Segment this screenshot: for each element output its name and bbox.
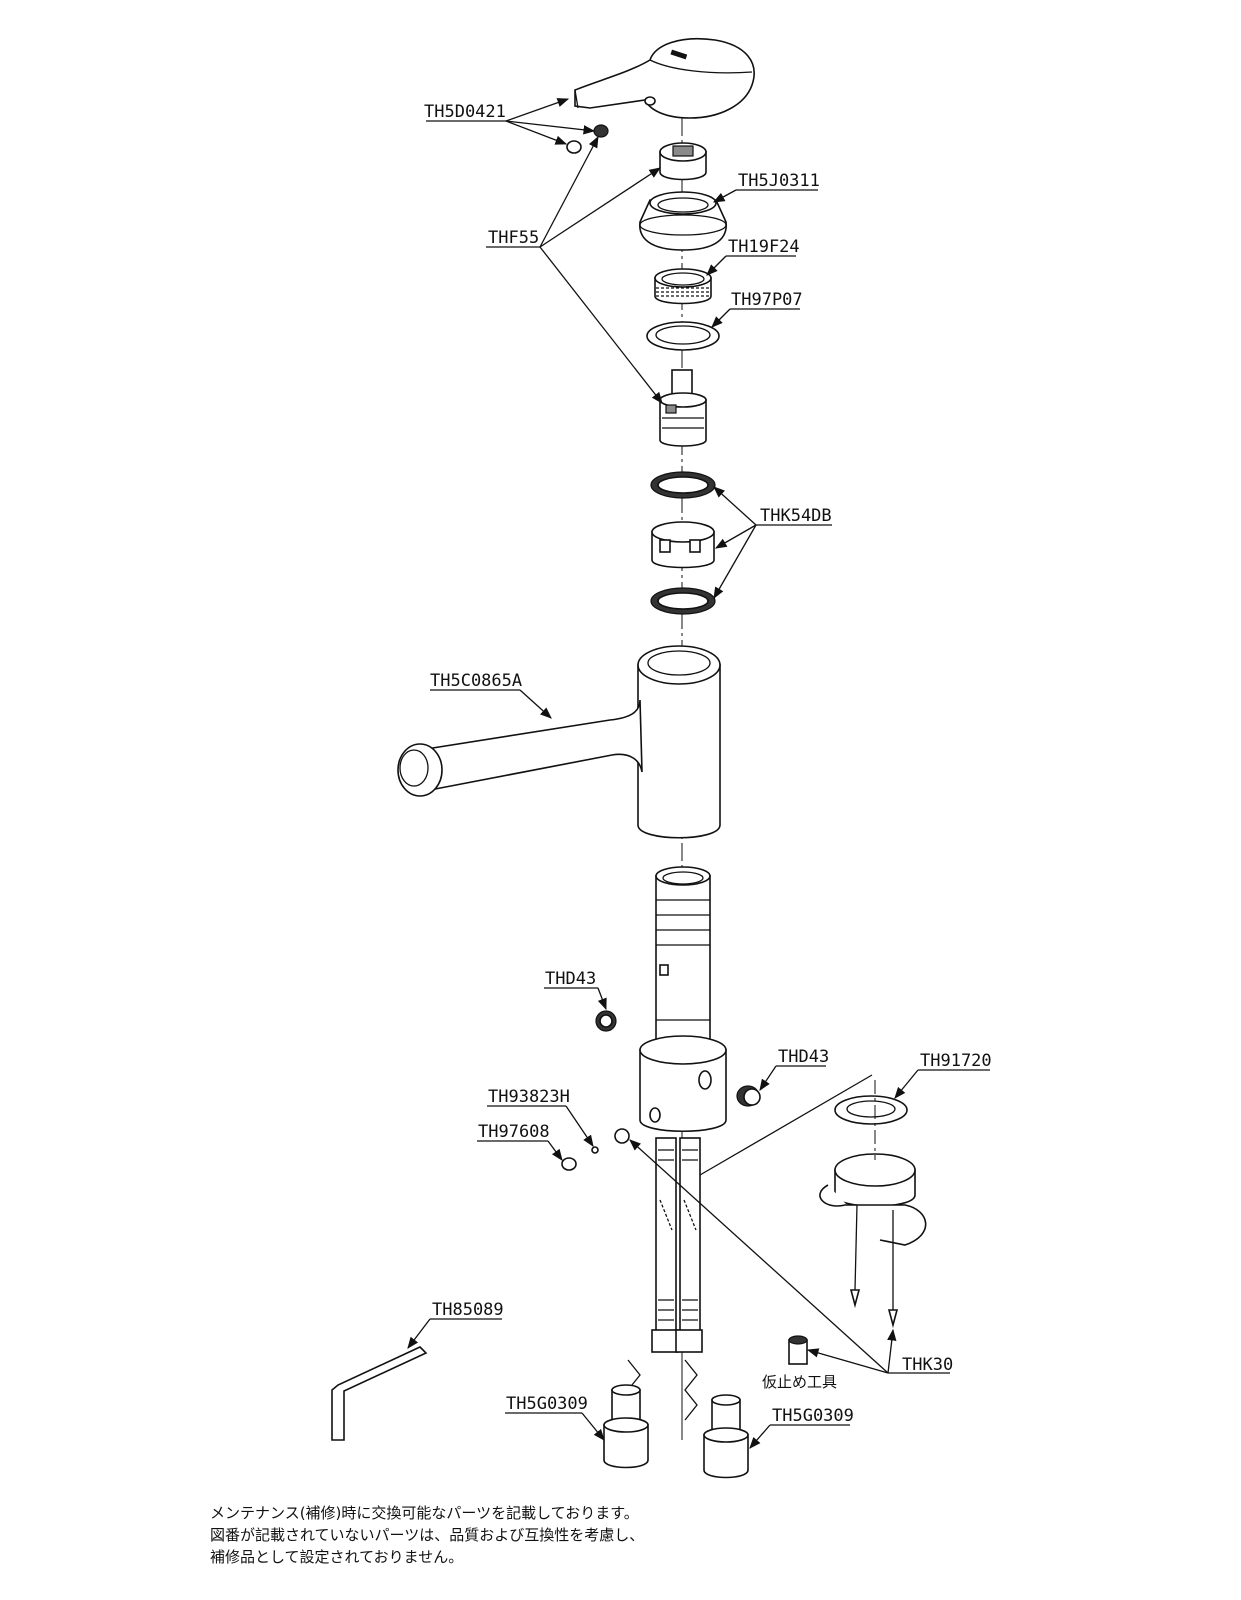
- label-th5g0309-right: TH5G0309: [772, 1406, 854, 1426]
- plug-left: [595, 1010, 617, 1032]
- shank-tube: [655, 866, 711, 1041]
- label-thk30: THK30: [902, 1355, 953, 1375]
- adapter-left: [603, 1384, 649, 1469]
- label-th97p07: TH97P07: [731, 290, 803, 310]
- o-ring-upper: [650, 471, 716, 499]
- mounting-washer: [834, 1095, 908, 1125]
- label-thd43-left: THD43: [545, 969, 596, 989]
- flat-ring: [646, 321, 720, 351]
- plug-right: [736, 1085, 761, 1107]
- threaded-ring: [654, 268, 712, 305]
- label-th97608: TH97608: [478, 1122, 550, 1142]
- label-thd43-right: THD43: [778, 1047, 829, 1067]
- label-th5j0311: TH5J0311: [738, 171, 820, 191]
- label-th93823h: TH93823H: [488, 1087, 570, 1107]
- part-labels: TH5D0421 TH5J0311 TH19F24 TH97P07 THF55 …: [424, 102, 992, 1426]
- bracket-cage: [651, 521, 715, 569]
- o-ring-lower: [650, 587, 716, 615]
- cartridge-cap: [659, 142, 707, 181]
- label-temp-tool: 仮止め工具: [762, 1373, 837, 1391]
- label-th91720: TH91720: [920, 1051, 992, 1071]
- mounting-bracket: [819, 1153, 927, 1329]
- dome-cover: [639, 191, 727, 251]
- mixing-block: [639, 1035, 727, 1132]
- label-thk54db: THK54DB: [760, 506, 832, 526]
- adapter-right: [703, 1394, 749, 1479]
- leader-lines: [407, 98, 990, 1449]
- supply-hoses: [627, 1137, 703, 1421]
- label-th85089: TH85089: [432, 1300, 504, 1320]
- note-line-2: 図番が記載されていないパーツは、品質および互換性を考慮し、: [210, 1526, 644, 1544]
- cartridge: [659, 369, 707, 447]
- hex-key: [331, 1346, 428, 1441]
- label-thf55: THF55: [488, 228, 539, 248]
- lever-handle: [574, 37, 755, 119]
- label-th5d0421: TH5D0421: [424, 102, 506, 122]
- maintenance-notes: メンテナンス(補修)時に交換可能なパーツを記載しております。 図番が記載されてい…: [210, 1504, 644, 1566]
- screw-th93823h: [614, 1128, 630, 1144]
- oring-small: [591, 1146, 599, 1154]
- label-th5c0865a: TH5C0865A: [430, 671, 522, 691]
- temporary-fixing-tool: [788, 1335, 808, 1365]
- note-line-1: メンテナンス(補修)時に交換可能なパーツを記載しております。: [210, 1504, 639, 1522]
- spout-body: [397, 645, 721, 839]
- label-th19f24: TH19F24: [728, 237, 800, 257]
- cap-th97608: [561, 1157, 577, 1171]
- note-line-3: 補修品として設定されておりません。: [210, 1548, 463, 1566]
- label-th5g0309-left: TH5G0309: [506, 1394, 588, 1414]
